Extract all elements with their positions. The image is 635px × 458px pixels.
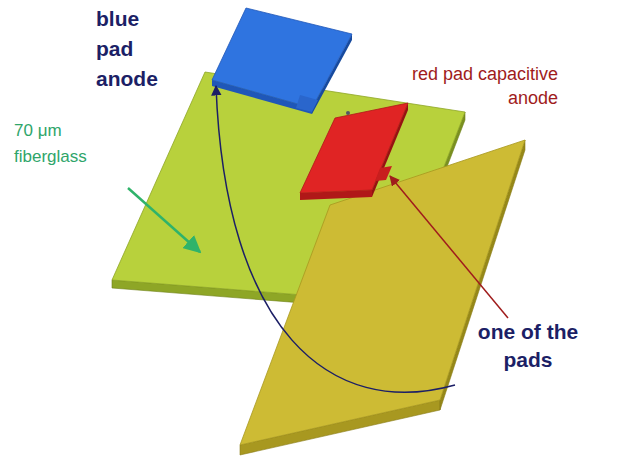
leader-arrow: [216, 86, 455, 392]
fiberglass-sheet: [240, 140, 525, 455]
blue-pad: [212, 8, 352, 115]
leader-arrow: [390, 176, 508, 318]
part-label: blue pad anode: [96, 4, 168, 94]
part-label: red pad capacitive anode: [408, 62, 558, 110]
leader-arrow: [128, 188, 200, 252]
part-label: one of the pads: [458, 318, 598, 374]
part-label: 70 μm fiberglass: [14, 118, 118, 170]
red-pad: [300, 103, 408, 200]
